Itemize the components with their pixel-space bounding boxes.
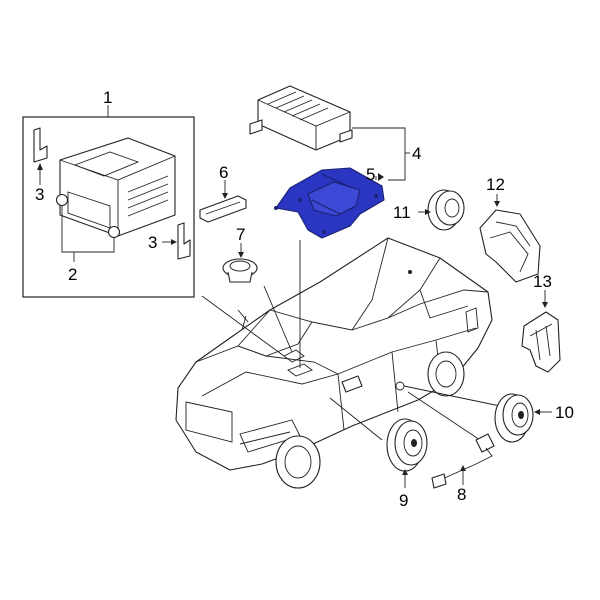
callout-3-left[interactable]: 3	[35, 185, 44, 204]
part-7-tweeter[interactable]	[222, 243, 258, 283]
part-10-rear-speaker[interactable]	[494, 393, 552, 443]
leader-lines	[201, 240, 501, 441]
part-1-frame	[22, 116, 195, 298]
part-5-bracket-highlighted[interactable]	[274, 167, 385, 239]
callout-12[interactable]: 12	[486, 175, 505, 194]
vehicle-outline	[175, 237, 493, 489]
part-8-wiring-harness[interactable]	[431, 433, 495, 489]
callout-11[interactable]: 11	[393, 203, 411, 222]
part-12-subwoofer-housing[interactable]	[479, 194, 541, 283]
part-3-bracket-right[interactable]	[177, 222, 191, 260]
part-1-head-unit[interactable]	[59, 137, 176, 237]
callout-7[interactable]: 7	[236, 225, 245, 244]
callout-5[interactable]: 5	[366, 165, 375, 184]
part-3-bracket-left[interactable]	[33, 127, 48, 163]
callout-10[interactable]: 10	[555, 403, 574, 422]
part-13-speaker-bracket[interactable]	[521, 290, 561, 373]
callout-2[interactable]: 2	[68, 265, 77, 284]
callout-6[interactable]: 6	[219, 163, 228, 182]
callout-1[interactable]: 1	[103, 88, 112, 107]
part-11-speaker[interactable]	[418, 189, 465, 231]
callout-13[interactable]: 13	[533, 272, 552, 291]
part-2-knob-right[interactable]	[107, 225, 121, 239]
part-2-knob-left[interactable]	[55, 193, 69, 207]
part-1-head-unit-group[interactable]	[22, 105, 195, 298]
callout-labels: 1 2 3 3 4 5 6 7 8 9 10 11 12 13	[35, 88, 574, 510]
part-9-door-speaker[interactable]	[386, 418, 428, 488]
callout-9[interactable]: 9	[399, 491, 408, 510]
callout-3-right[interactable]: 3	[148, 233, 157, 252]
part-4-amplifier[interactable]	[249, 85, 410, 181]
part-6-bracket[interactable]	[199, 180, 247, 223]
callout-4[interactable]: 4	[412, 144, 421, 163]
callout-8[interactable]: 8	[457, 485, 466, 504]
